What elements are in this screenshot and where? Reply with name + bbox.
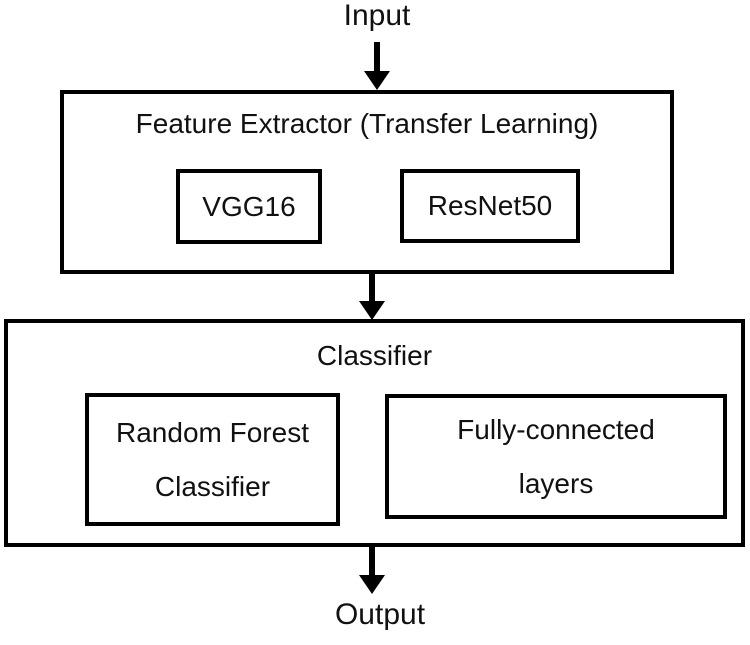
- feature-extractor-box: Feature Extractor (Transfer Learning) VG…: [60, 90, 674, 274]
- arrow-feature-extractor-to-classifier: [359, 274, 385, 320]
- down-arrow-icon: [364, 71, 390, 90]
- random-forest-box: Random Forest Classifier: [85, 393, 340, 526]
- arrow-shaft: [369, 547, 375, 575]
- random-forest-label-line1: Random Forest: [116, 416, 309, 448]
- arrow-input-to-feature-extractor: [364, 42, 390, 90]
- classifier-title: Classifier: [316, 340, 433, 371]
- vgg16-label: VGG16: [202, 190, 296, 222]
- fully-connected-label-line2: layers: [518, 467, 594, 499]
- classifier-box: Classifier Random Forest Classifier Full…: [4, 319, 745, 547]
- fully-connected-box: Fully-connected layers: [385, 394, 727, 519]
- resnet50-label: ResNet50: [427, 190, 553, 221]
- arrow-classifier-to-output: [359, 547, 385, 594]
- resnet50-box: ResNet50: [400, 169, 580, 243]
- feature-extractor-title: Feature Extractor (Transfer Learning): [135, 108, 599, 139]
- fully-connected-label-line1: Fully-connected: [457, 413, 655, 445]
- vgg16-box: VGG16: [176, 169, 322, 244]
- output-label: Output: [334, 598, 426, 631]
- arrow-shaft: [374, 42, 380, 71]
- input-label: Input: [343, 0, 411, 32]
- arrow-shaft: [369, 274, 375, 301]
- down-arrow-icon: [359, 575, 385, 594]
- random-forest-label-line2: Classifier: [154, 470, 271, 502]
- down-arrow-icon: [359, 301, 385, 320]
